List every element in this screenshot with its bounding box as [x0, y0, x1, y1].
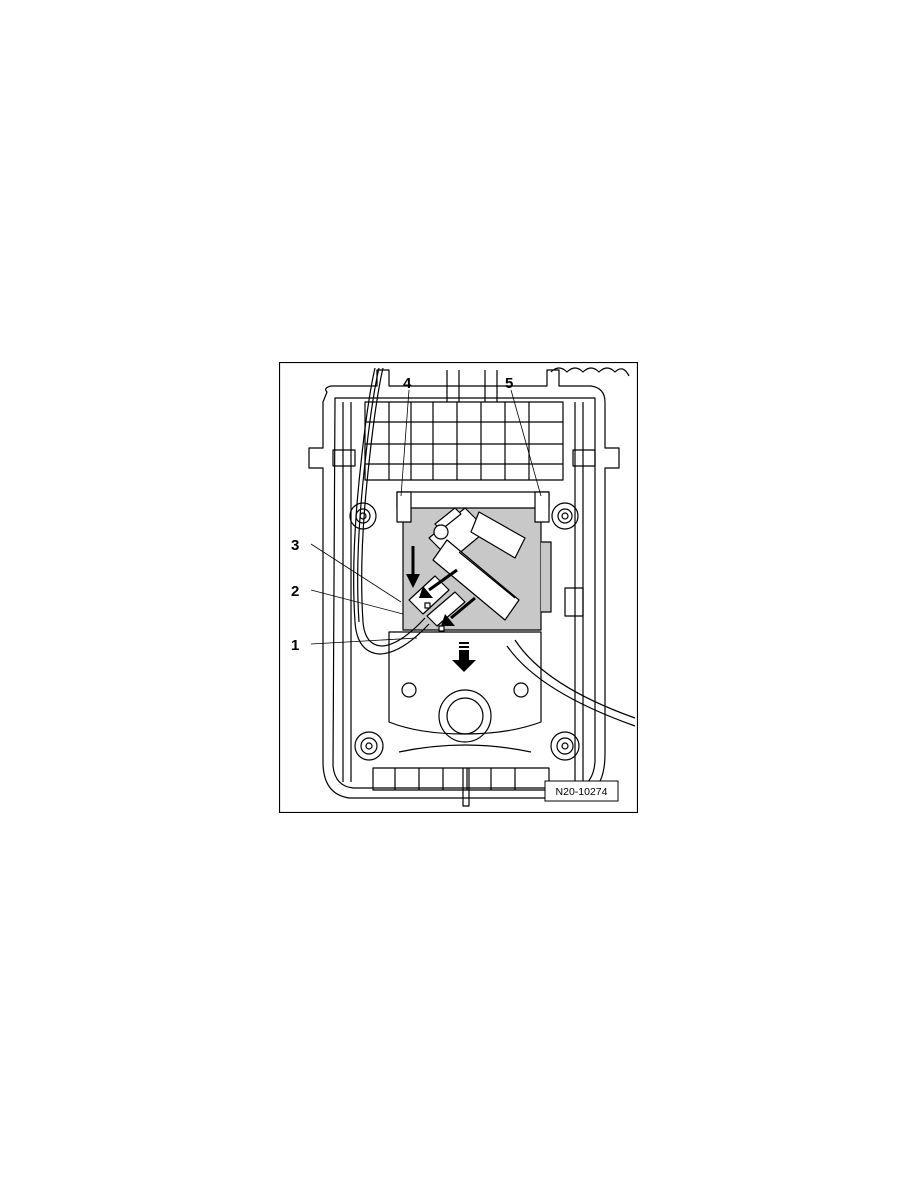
arrow-down-head	[406, 574, 420, 588]
installation-diagram: 3 2 1 4 5 N20-10274	[279, 362, 638, 813]
arrow-diagonal-upper	[428, 568, 458, 592]
wiring-harness	[353, 367, 636, 727]
action-arrows	[406, 546, 476, 672]
callout-1: 1	[291, 637, 299, 654]
arrow-diagonal-lower	[450, 596, 476, 620]
leader-line-4	[400, 389, 410, 497]
arrow-pull-head	[452, 660, 476, 672]
callout-5: 5	[505, 375, 513, 392]
arrow-pull-bar2	[459, 646, 469, 648]
arrow-diagonal-upper-head	[419, 586, 433, 598]
callout-2: 2	[291, 583, 299, 600]
diagram-drawing: 3 2 1 4 5 N20-10274	[279, 362, 638, 813]
leader-lines	[310, 389, 542, 645]
leader-line-2	[310, 589, 404, 615]
leader-line-3	[310, 543, 402, 603]
housing-outline	[308, 367, 630, 807]
figure-id-box	[544, 780, 619, 802]
leader-line-5	[510, 389, 542, 497]
callout-3: 3	[291, 537, 299, 554]
arrow-pull-bar1	[459, 642, 469, 644]
figure-id: N20-10274	[556, 786, 608, 798]
arrow-pull-shaft	[459, 650, 469, 660]
leader-line-1	[310, 637, 418, 645]
arrow-diagonal-lower-head	[441, 614, 455, 626]
callout-4: 4	[403, 375, 412, 392]
